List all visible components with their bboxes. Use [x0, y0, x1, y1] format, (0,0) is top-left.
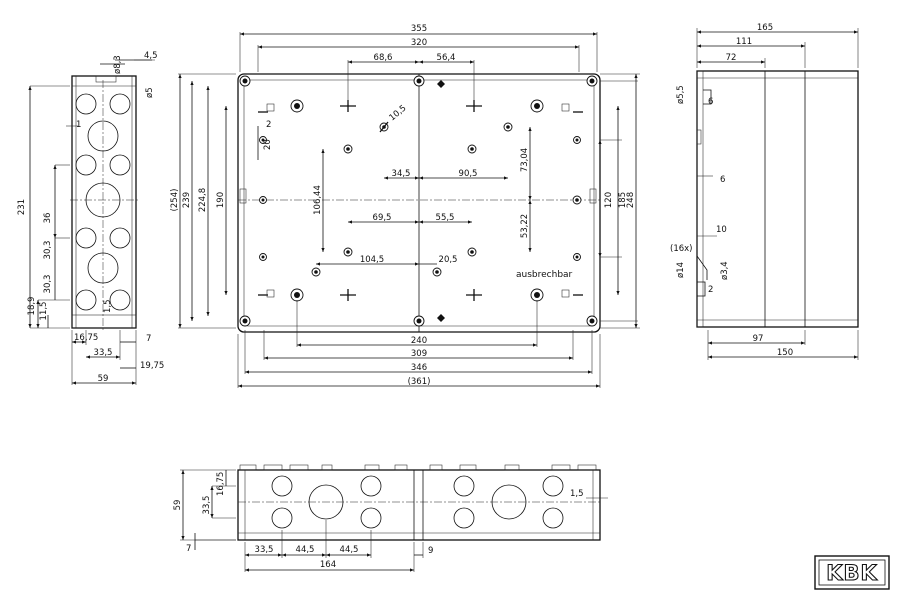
dim-104-5: 104,5	[360, 255, 384, 265]
front-mounting-points	[259, 99, 582, 302]
bottom-view: 59 33,5 16,75 7 33,5 44,5 44,5 9 164 1,5	[173, 464, 608, 572]
dim-10: 10	[716, 225, 727, 235]
dim-b-1-5: 1,5	[570, 489, 584, 499]
dim-b-16-75v: 16,75	[216, 472, 226, 496]
dim-68-6: 68,6	[374, 53, 393, 63]
left-view-outline	[71, 75, 137, 329]
dim-56-4: 56,4	[437, 53, 456, 63]
logo-text: KBK	[826, 561, 878, 585]
dim-34-5: 34,5	[392, 169, 411, 179]
dim-30-3-b: 30,3	[43, 275, 53, 294]
bottom-view-ribs	[239, 464, 597, 471]
dim-190: 190	[216, 192, 226, 208]
dim-o5: ø5	[145, 87, 155, 98]
dim-224-8: 224,8	[198, 188, 208, 212]
dim-b-44-5b: 44,5	[340, 545, 359, 555]
dim-6-a: 6	[708, 97, 713, 107]
dim-72: 72	[726, 53, 737, 63]
dim-b-164: 164	[320, 560, 336, 570]
dim-19-75: 19,75	[140, 361, 164, 371]
right-view-outline	[696, 70, 859, 328]
dim-69-5: 69,5	[373, 213, 392, 223]
dim-33-5: 33,5	[94, 348, 113, 358]
bottom-view-knockouts	[271, 475, 564, 529]
dim-53-22: 53,22	[520, 214, 530, 238]
dim-20: 20	[263, 139, 273, 150]
dim-320: 320	[411, 38, 427, 48]
dim-240: 240	[411, 336, 427, 346]
kbk-logo: KBK	[814, 555, 890, 590]
dim-355: 355	[411, 24, 427, 34]
dim-b-59: 59	[173, 500, 183, 511]
dim-o8-3: ø8,3	[113, 55, 123, 74]
dim-11-5: 11,5	[39, 302, 49, 321]
dim-165: 165	[757, 23, 773, 33]
dim-4-5: 4,5	[144, 51, 158, 61]
dim-7: 7	[146, 334, 151, 344]
dim-361: (361)	[408, 377, 431, 387]
dim-55-5: 55,5	[436, 213, 455, 223]
dim-2: 2	[266, 120, 271, 130]
dim-o14: ø14	[676, 262, 686, 278]
dim-150: 150	[777, 348, 793, 358]
dim-b-7: 7	[186, 544, 191, 554]
dim-18-9: 18,9	[27, 297, 37, 316]
dim-90-5: 90,5	[459, 169, 478, 179]
dim-1: 1	[76, 120, 81, 130]
dim-16x: (16x)	[670, 244, 692, 254]
dim-120: 120	[604, 192, 614, 208]
front-slots	[239, 80, 597, 322]
bottom-view-outline	[237, 469, 601, 541]
dim-10-5: 10,5	[388, 103, 409, 123]
dim-16-75: 16,75	[74, 333, 98, 343]
dim-185: 185	[618, 192, 628, 208]
dim-73-04: 73,04	[520, 148, 530, 172]
dim-b-44-5a: 44,5	[296, 545, 315, 555]
left-side-view: 231 36 30,3 30,3 18,9 11,5 16,75 33,5 7 …	[17, 51, 164, 385]
dim-309: 309	[411, 349, 427, 359]
dim-30-3-a: 30,3	[43, 241, 53, 260]
dim-b-33-5: 33,5	[255, 545, 274, 555]
dim-b-33-5v: 33,5	[202, 496, 212, 515]
dim-o5-5: ø5,5	[676, 85, 686, 104]
dim-111: 111	[736, 37, 752, 47]
label-ausbrechbar: ausbrechbar	[516, 270, 573, 280]
dim-346: 346	[411, 363, 427, 373]
dim-o3-4: ø3,4	[720, 261, 730, 280]
dim-239: 239	[182, 192, 192, 208]
dim-97: 97	[753, 334, 764, 344]
dim-2-r: 2	[708, 285, 713, 295]
dim-6-b: 6	[720, 175, 725, 185]
dim-231: 231	[17, 199, 27, 215]
front-view: 355 320 68,6 56,4 (254) 239 224,8 190 2 …	[170, 24, 640, 388]
right-section-view: 165 111 72 ø5,5 6 6 10 (16x) ø14 ø3,4 2 …	[670, 23, 859, 360]
dim-1-5: 1,5	[103, 299, 113, 313]
dim-248: 248	[626, 192, 636, 208]
front-corner-screws	[239, 75, 598, 327]
dim-20-5: 20,5	[439, 255, 458, 265]
dim-106-44: 106,44	[313, 185, 323, 215]
dim-b-9: 9	[428, 546, 433, 556]
dim-59: 59	[98, 374, 109, 384]
dim-254: (254)	[170, 189, 180, 212]
dim-36: 36	[43, 213, 53, 224]
